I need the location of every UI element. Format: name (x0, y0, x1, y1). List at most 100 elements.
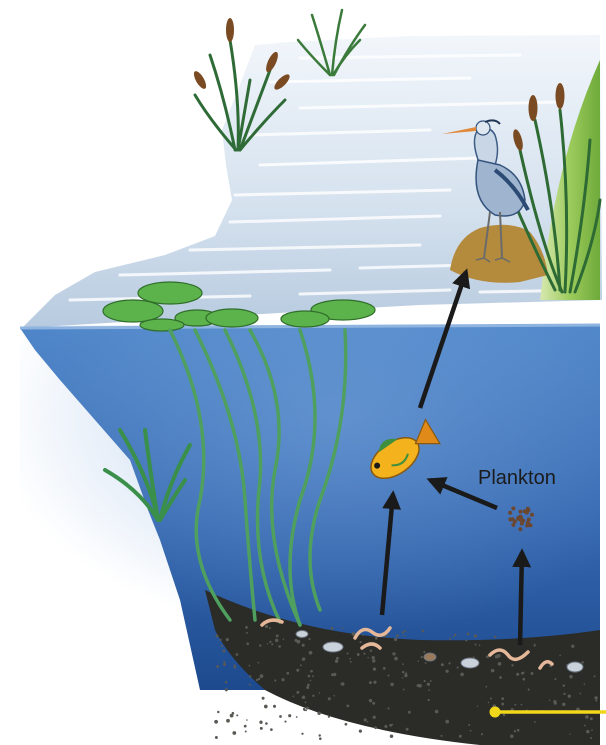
plankton-dot (520, 522, 524, 526)
sediment-speckle (374, 726, 377, 729)
sediment-speckle (283, 639, 284, 640)
sediment-speckle (559, 655, 560, 656)
sediment-speckle (296, 691, 299, 694)
sediment-speckle (259, 644, 261, 646)
sediment-speckle (422, 630, 425, 633)
sediment-speckle (223, 650, 226, 653)
sediment-speckle (372, 656, 375, 659)
sediment-speckle (457, 667, 459, 669)
sediment-speckle (249, 675, 251, 677)
sediment-speckle (571, 645, 574, 648)
sediment-speckle (260, 674, 264, 678)
sediment-speckle (421, 656, 423, 658)
sediment-speckle (514, 730, 516, 732)
sediment-speckle (511, 664, 513, 666)
sediment-speckle (220, 639, 222, 641)
sediment-speckle (501, 703, 504, 706)
sediment-speckle (470, 730, 472, 732)
sediment-speckle (311, 652, 313, 654)
plankton-dot (511, 523, 515, 527)
sediment-speckle (579, 693, 581, 695)
sediment-speckle (445, 670, 448, 673)
sediment-speckle (265, 625, 268, 628)
sediment-speckle (404, 635, 405, 636)
sediment-speckle (244, 725, 247, 728)
sediment-speckle (454, 634, 456, 636)
sediment-speckle (563, 684, 565, 686)
sediment-speckle (270, 728, 273, 731)
sediment-speckle (269, 627, 271, 629)
sediment-speckle (225, 681, 227, 683)
plankton-dot (530, 513, 534, 517)
sediment-speckle (595, 700, 597, 702)
sediment-speckle (232, 731, 236, 735)
sediment-speckle (408, 711, 411, 714)
sediment-speckle (269, 641, 271, 643)
sediment-speckle (501, 697, 504, 700)
sediment-speckle (303, 708, 306, 711)
sediment-speckle (563, 693, 565, 695)
plankton-dot (529, 523, 533, 527)
sediment-speckle (528, 689, 530, 691)
sediment-speckle (402, 677, 403, 678)
sediment-speckle (264, 705, 268, 709)
plankton-label: Plankton (478, 467, 556, 489)
sediment-speckle (522, 678, 525, 681)
sediment-speckle (514, 704, 516, 706)
sediment-speckle (584, 725, 586, 727)
sediment-speckle (388, 635, 390, 637)
sediment-speckle (275, 639, 278, 642)
sediment-speckle (273, 705, 276, 708)
sediment-speckle (531, 672, 534, 675)
sediment-speckle (350, 661, 352, 663)
sediment-speckle (423, 651, 425, 653)
sediment-speckle (375, 637, 378, 640)
sediment-speckle (336, 657, 339, 660)
sediment-speckle (383, 667, 386, 670)
sediment-speckle (364, 718, 367, 721)
sediment-speckle (317, 711, 320, 714)
sediment-speckle (404, 674, 407, 677)
sediment-speckle (554, 678, 556, 680)
sediment-speckle (370, 650, 372, 652)
sediment-speckle (449, 638, 451, 640)
sediment-speckle (465, 640, 467, 642)
sediment-speckle (467, 633, 470, 636)
sediment-speckle (460, 673, 464, 677)
plankton-dot (525, 511, 529, 515)
sediment-speckle (427, 699, 429, 701)
sediment-speckle (226, 638, 229, 641)
sediment-speckle (427, 683, 430, 686)
plankton-dot (527, 517, 531, 521)
sediment-speckle (236, 714, 238, 716)
sediment-speckle (312, 695, 314, 697)
sediment-speckle (403, 689, 405, 691)
sediment-speckle (328, 697, 331, 700)
sediment-speckle (402, 663, 404, 665)
sediment-speckle (307, 684, 310, 687)
sediment-speckle (226, 719, 230, 723)
sediment-speckle (276, 634, 279, 637)
sediment-speckle (417, 660, 418, 661)
sediment-speckle (549, 700, 550, 701)
sediment-speckle (312, 675, 314, 677)
sediment-speckle (345, 723, 348, 726)
sediment-speckle (216, 635, 219, 638)
sediment-speckle (468, 724, 470, 726)
sediment-speckle (341, 682, 345, 686)
plankton-dot (508, 518, 512, 522)
sediment-speckle (300, 664, 302, 666)
sediment-speckle (246, 719, 248, 721)
sediment-speckle (233, 664, 235, 666)
sediment-speckle (391, 724, 393, 726)
sediment-speckle (281, 678, 284, 681)
sediment-speckle (424, 680, 426, 682)
sediment-speckle (347, 653, 349, 655)
sediment-speckle (369, 681, 372, 684)
sediment-speckle (372, 702, 375, 705)
sediment-speckle (293, 695, 295, 697)
sediment-speckle (440, 735, 442, 737)
sediment-speckle (288, 714, 291, 717)
plankton-dot (525, 524, 529, 528)
sediment-speckle (258, 678, 260, 680)
